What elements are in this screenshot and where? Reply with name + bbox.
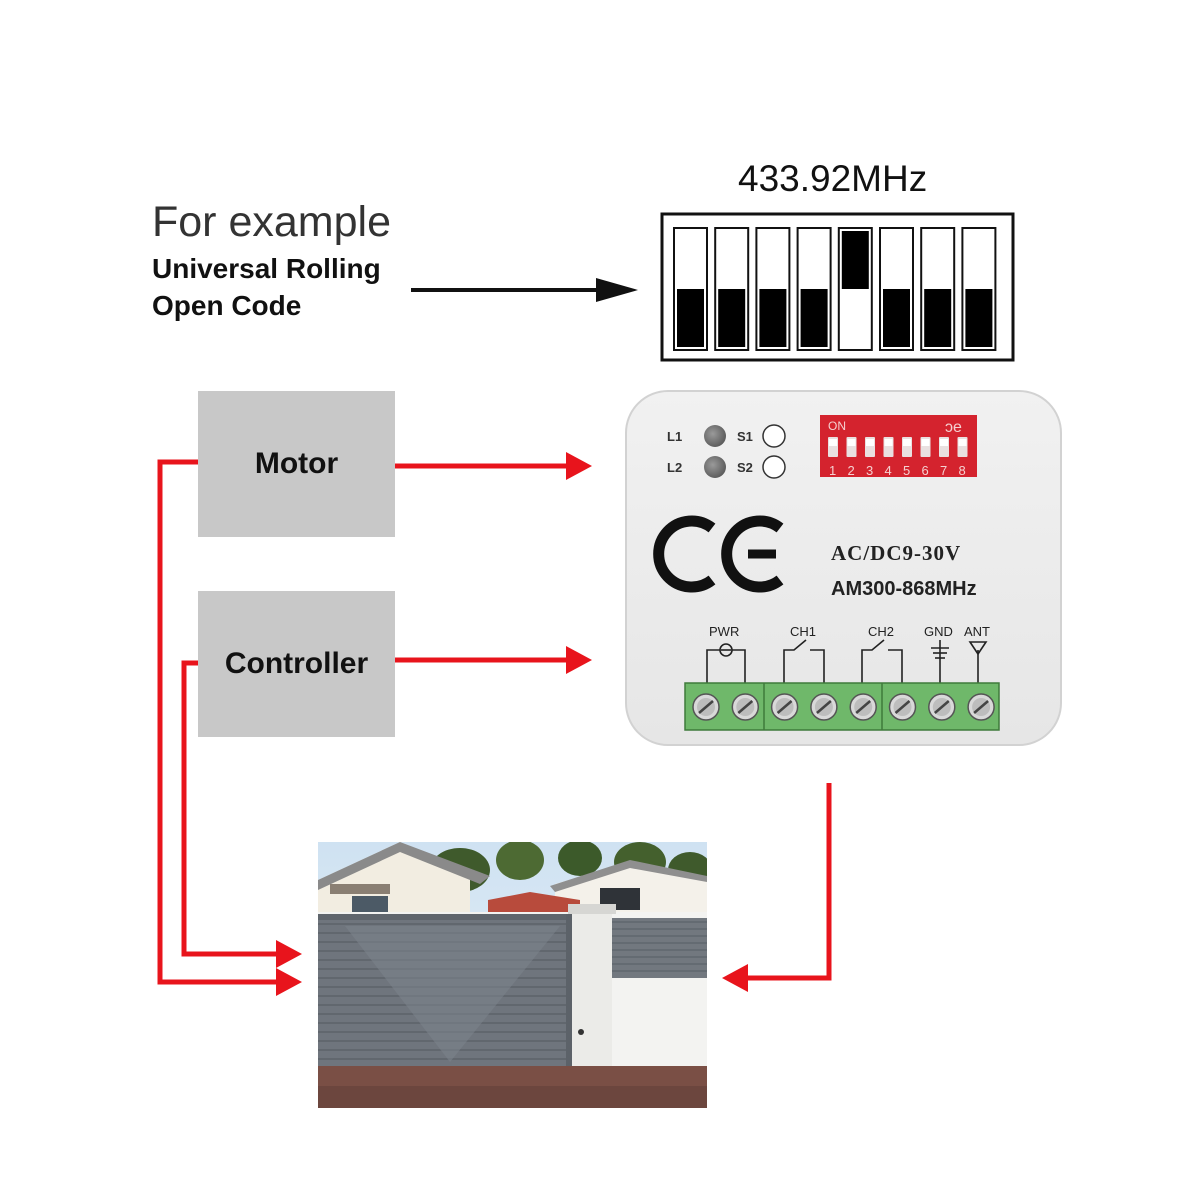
receiver-dip-number-5: 5: [903, 463, 910, 478]
receiver-dip-number-2: 2: [848, 463, 855, 478]
button-label-s1: S1: [737, 429, 753, 444]
led-label-l2: L2: [667, 460, 682, 475]
example-arrow: [411, 278, 638, 302]
receiver-dip-number-7: 7: [940, 463, 947, 478]
dip-knob-3: [759, 289, 787, 347]
terminal-label-ch1: CH1: [790, 624, 816, 639]
receiver-dip-number-1: 1: [829, 463, 836, 478]
button-label-s2: S2: [737, 460, 753, 475]
receiver-dip-number-6: 6: [922, 463, 929, 478]
dip-knob-8: [965, 289, 993, 347]
dip-knob-6: [883, 289, 910, 347]
red-arrows: [157, 459, 832, 985]
dip-knob-2: [718, 289, 746, 347]
example-line-1: Universal Rolling: [152, 253, 381, 284]
dip-knob-5: [841, 231, 869, 289]
gate-photo: [318, 842, 707, 1108]
arrow-receiver-to-gate: [745, 783, 832, 981]
controller-label: Controller: [224, 647, 369, 680]
dip-knob-1: [677, 289, 704, 347]
arrow-controller-to-gate: [181, 660, 280, 957]
example-title: For example: [152, 198, 391, 246]
receiver-dip-number-3: 3: [866, 463, 873, 478]
voltage-label: AC/DC9-30V: [831, 541, 961, 565]
arrow-motor-to-gate: [157, 459, 280, 985]
wiring-schematic: [706, 639, 988, 685]
example-line-2: Open Code: [152, 290, 302, 321]
dip-on-label: ON: [828, 419, 846, 433]
led-l1-icon: [704, 425, 726, 447]
receiver-dip-number-8: 8: [959, 463, 966, 478]
led-l2-icon: [704, 456, 726, 478]
dip-knob-7: [924, 289, 952, 347]
terminal-label-pwr: PWR: [709, 624, 739, 639]
controller-block: Controller: [198, 591, 395, 737]
terminal-label-ch2: CH2: [868, 624, 894, 639]
frequency-title: 433.92MHz: [738, 158, 928, 199]
receiver-dip-block: [820, 415, 977, 477]
motor-label: Motor: [254, 447, 339, 480]
terminal-label-gnd: GND: [924, 624, 953, 639]
terminal-label-ant: ANT: [964, 624, 990, 639]
motor-block: Motor: [198, 391, 395, 537]
button-s2: [762, 455, 786, 479]
receiver-dip-number-4: 4: [885, 463, 892, 478]
dip-knob-4: [800, 289, 828, 347]
dip-switch-example: [660, 212, 1015, 362]
led-label-l1: L1: [667, 429, 682, 444]
red-arrowheads: [276, 452, 748, 996]
dip-logo-icon: ɔe: [945, 419, 962, 436]
button-s1: [762, 424, 786, 448]
frequency-range-label: AM300-868MHz: [831, 578, 977, 600]
ce-mark-icon: [653, 515, 784, 593]
